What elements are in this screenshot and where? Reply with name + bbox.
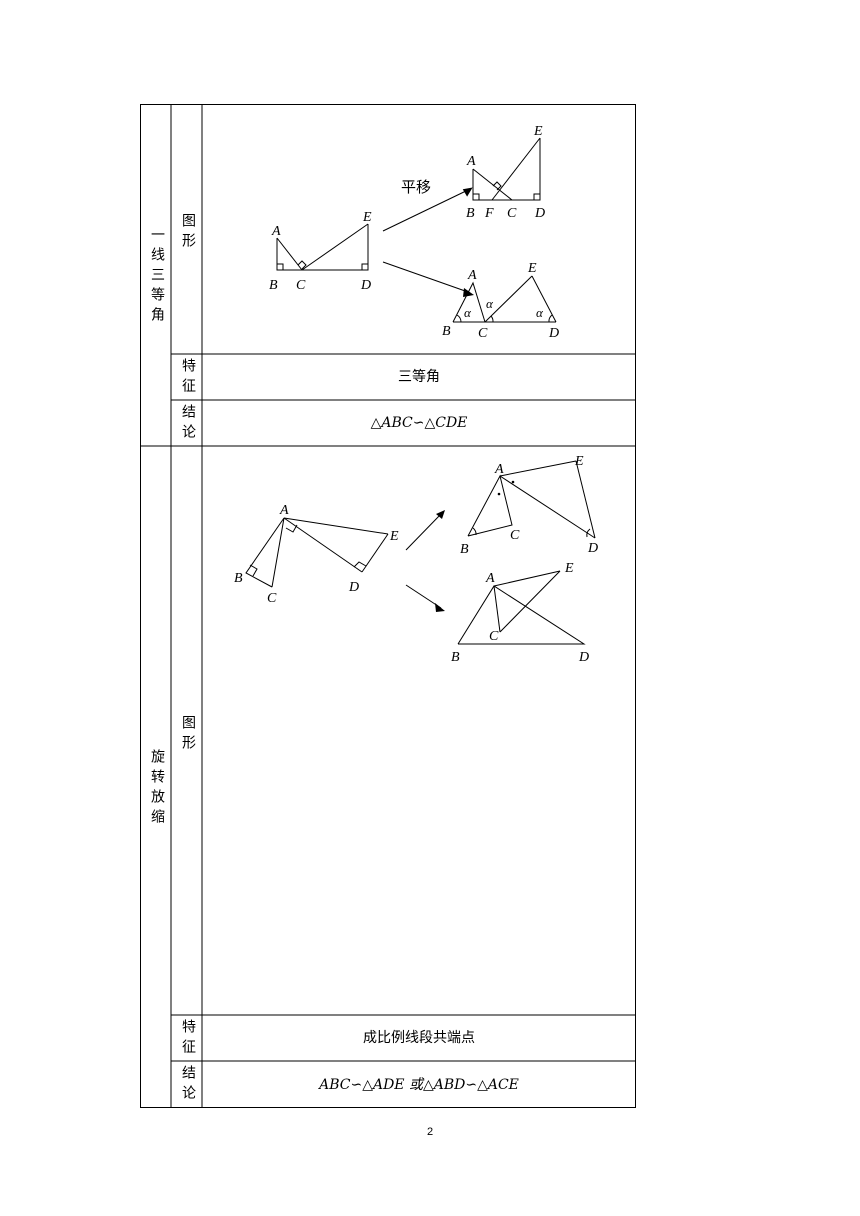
svg-text:E: E [564, 561, 574, 576]
conclusion-label: 结论 [180, 1065, 196, 1105]
svg-text:A: A [271, 224, 281, 239]
angle-dot [497, 492, 501, 496]
svg-text:D: D [578, 650, 589, 665]
feature-value: 三等角 [398, 369, 440, 385]
svg-text:E: E [574, 454, 584, 469]
feature-label: 特征 [180, 358, 196, 398]
svg-text:E: E [362, 210, 372, 225]
angle-dot [511, 480, 515, 484]
section-title-rotation-scaling: 旋转放缩 [149, 749, 165, 829]
svg-text:B: B [451, 650, 460, 665]
svg-text:B: B [442, 324, 451, 339]
table-grid: A B C E D 平移 A E B F C D A E B C D α α α [140, 104, 636, 1108]
feature-value: 成比例线段共端点 [363, 1030, 475, 1046]
svg-text:D: D [348, 580, 359, 595]
svg-text:C: C [510, 528, 520, 543]
svg-text:F: F [484, 206, 494, 221]
arrow-head-up-2 [436, 510, 445, 519]
svg-text:α: α [536, 305, 544, 320]
figure-labels-one: A B C E D 平移 A E B F C D A E B C D α α α [269, 124, 559, 341]
svg-text:A: A [467, 268, 477, 283]
arrow-head-down [463, 288, 474, 297]
svg-text:α: α [464, 305, 472, 320]
figure-label: 图形 [180, 213, 196, 253]
conclusion-label: 结论 [180, 404, 196, 444]
svg-text:A: A [466, 154, 476, 169]
svg-text:B: B [460, 542, 469, 557]
arrow-head-down-2 [435, 603, 445, 612]
svg-text:A: A [279, 503, 289, 518]
svg-text:平移: 平移 [401, 178, 431, 196]
svg-text:C: C [267, 591, 277, 606]
svg-text:C: C [489, 629, 499, 644]
figure-label: 图形 [180, 715, 196, 755]
svg-text:D: D [360, 278, 371, 293]
svg-text:A: A [485, 571, 495, 586]
section-title-one-line-three-angles: 一线三等角 [149, 227, 165, 327]
svg-text:C: C [296, 278, 306, 293]
figure-labels-two: A B C D E A E B C D A E C B D [234, 454, 598, 665]
method-table: A B C E D 平移 A E B F C D A E B C D α α α [140, 104, 636, 1108]
feature-label: 特征 [180, 1019, 196, 1059]
svg-text:B: B [269, 278, 278, 293]
svg-text:C: C [478, 326, 488, 341]
figure-one-line-three-angles [276, 137, 557, 323]
svg-text:E: E [533, 124, 543, 139]
svg-text:D: D [587, 541, 598, 556]
arrow-head-up [462, 187, 473, 197]
conclusion-value: ABC∽△ADE 或△ABD∽△ACE [319, 1077, 519, 1093]
svg-text:D: D [534, 206, 545, 221]
page-number: 2 [426, 1126, 434, 1138]
svg-text:B: B [234, 571, 243, 586]
svg-text:E: E [389, 529, 399, 544]
conclusion-value: △ABC∽△CDE [370, 415, 468, 431]
svg-text:α: α [486, 296, 494, 311]
svg-text:E: E [527, 261, 537, 276]
svg-text:A: A [494, 462, 504, 477]
svg-text:B: B [466, 206, 475, 221]
svg-text:D: D [548, 326, 559, 341]
svg-text:C: C [507, 206, 517, 221]
figure-rotation-scaling [245, 460, 596, 645]
